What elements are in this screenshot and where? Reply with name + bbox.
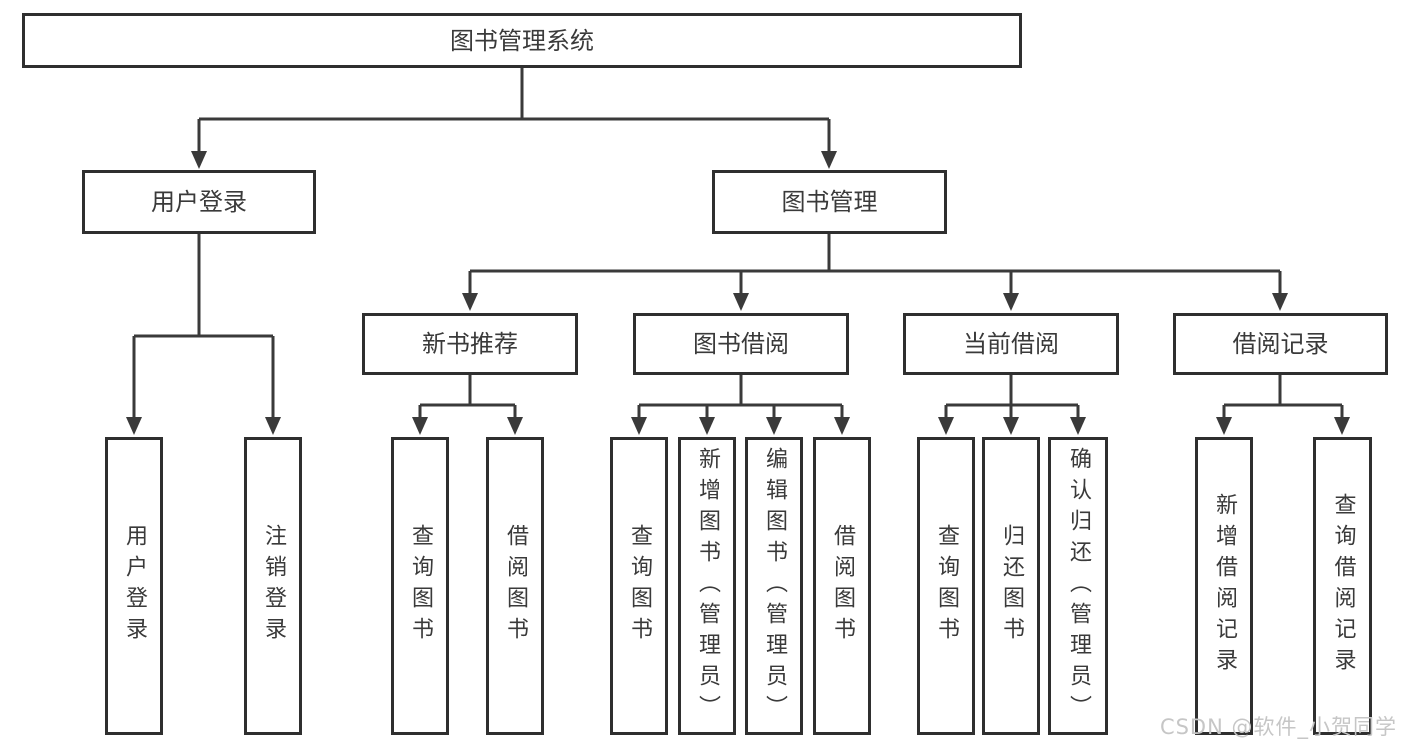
connector-book-management bbox=[462, 234, 1288, 311]
leaf-cb-confirm-return-admin: 确认归还（管理员） bbox=[1048, 437, 1108, 735]
leaf-br-add-record: 新增借阅记录 bbox=[1195, 437, 1253, 735]
leaf-user-login: 用户登录 bbox=[105, 437, 163, 735]
leaf-cb-return-books: 归还图书 bbox=[982, 437, 1040, 735]
leaf-bb-edit-book-admin: 编辑图书（管理员） bbox=[745, 437, 803, 735]
leaf-bb-query-books: 查询图书 bbox=[610, 437, 668, 735]
node-library-system: 图书管理系统 bbox=[22, 13, 1022, 68]
leaf-br-query-record: 查询借阅记录 bbox=[1313, 437, 1372, 735]
connector-root bbox=[191, 68, 837, 169]
connector-current-borrow bbox=[938, 375, 1086, 435]
leaf-logout: 注销登录 bbox=[244, 437, 302, 735]
node-book-management: 图书管理 bbox=[712, 170, 947, 234]
node-borrow-records: 借阅记录 bbox=[1173, 313, 1388, 375]
connector-book-borrow bbox=[631, 375, 850, 435]
node-new-book-recommend: 新书推荐 bbox=[362, 313, 578, 375]
watermark: CSDN @软件_小贺同学 bbox=[1159, 715, 1397, 739]
leaf-cb-query-books: 查询图书 bbox=[917, 437, 975, 735]
connector-user-login bbox=[126, 234, 281, 435]
leaf-bb-borrow-books: 借阅图书 bbox=[813, 437, 871, 735]
connector-borrow-records bbox=[1216, 375, 1350, 435]
connector-new-book-recommend bbox=[412, 375, 523, 435]
leaf-nbr-query-books: 查询图书 bbox=[391, 437, 449, 735]
leaf-nbr-borrow-books: 借阅图书 bbox=[486, 437, 544, 735]
leaf-bb-add-book-admin: 新增图书（管理员） bbox=[678, 437, 736, 735]
node-current-borrow: 当前借阅 bbox=[903, 313, 1119, 375]
node-book-borrow: 图书借阅 bbox=[633, 313, 849, 375]
node-user-login: 用户登录 bbox=[82, 170, 316, 234]
